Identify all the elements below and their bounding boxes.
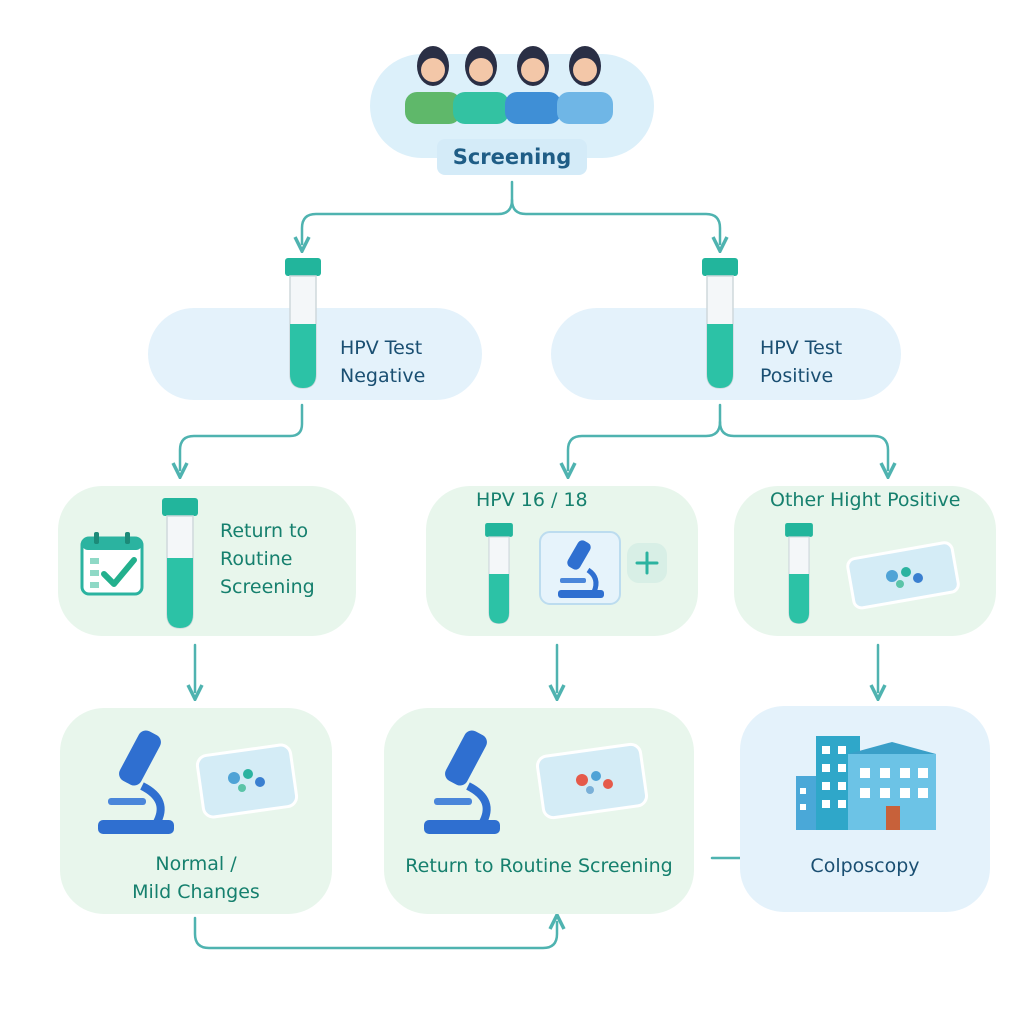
test-tube-icon [162,498,198,629]
screening-node [370,46,654,158]
screening-label: Screening [437,139,587,175]
microscope-icon [98,730,174,834]
slide-icon [535,742,649,820]
arrow-positive-to-other [718,420,888,470]
women-group-icon [405,46,613,124]
arrow-normal-to-routine2 [193,918,557,950]
microscope-icon [424,730,500,834]
plus-icon [627,543,667,583]
arrow-screening-to-negative [302,180,514,244]
test-tube-icon [285,258,321,389]
slide-icon [846,541,960,610]
hpv-16-18-label: HPV 16 / 18 [476,489,588,511]
routine-screening-2-node [384,708,694,914]
calendar-check-icon [80,532,144,596]
colposcopy-label: Colposcopy [810,855,920,877]
arrow-screening-to-positive [510,198,720,244]
test-tube-icon [785,523,813,625]
test-tube-icon [702,258,738,389]
normal-mild-changes-node [60,708,332,914]
arrow-negative-to-routine [180,403,304,470]
arrow-positive-to-16-18 [568,403,722,470]
hpv-positive-label: HPV Test Positive [760,337,843,387]
microscope-icon [539,531,621,605]
routine-screening-2-label: Return to Routine Screening [405,855,673,877]
routine-screening-label: Return to Routine Screening [220,520,315,598]
test-tube-icon [485,523,513,625]
slide-icon [195,743,299,819]
hpv-negative-label: HPV Test Negative [340,337,426,387]
hospital-icon [796,736,936,830]
normal-mild-changes-label: Normal / Mild Changes [132,853,260,903]
other-high-positive-label: Other Hight Positive [770,489,961,511]
